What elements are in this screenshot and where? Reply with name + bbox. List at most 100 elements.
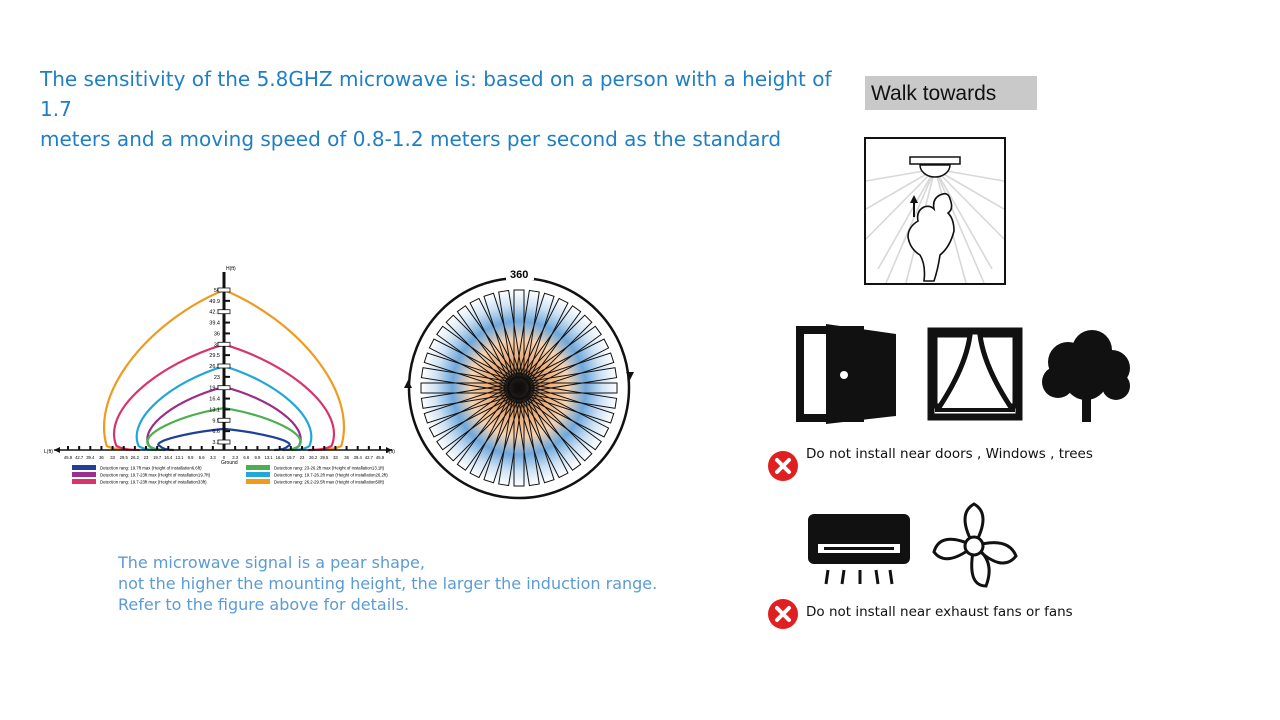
warning-x-icon-doors: [768, 451, 798, 481]
rotation-arrow-right: [626, 372, 634, 380]
x-axis-label: L(ft): [44, 449, 53, 455]
hub-line-71: [518, 386, 535, 389]
x-tick-mark-23: [323, 446, 326, 450]
x-tick-mark-13: [211, 446, 214, 450]
x-tick-label-4: 33: [110, 455, 115, 460]
legend-swatch-4: [246, 472, 270, 477]
x-tick-mark-10: [178, 446, 181, 450]
x-tick-mark-20: [289, 446, 292, 450]
x-tick-mark-19: [278, 446, 281, 450]
x-tick-mark-12: [200, 446, 203, 450]
y-tick-mark-3: [224, 408, 230, 411]
y-tick-label-3: 13.1: [209, 407, 220, 413]
note-line-1: The microwave signal is a pear shape,: [118, 553, 425, 572]
y-tick-mark-6: [224, 375, 230, 378]
x-axis-arrow-left: [54, 447, 60, 453]
angle-label: 360: [510, 269, 528, 281]
x-tick-mark-5: [122, 446, 125, 450]
x-tick-label-9: 16.4: [164, 455, 173, 460]
y-tick-mark-13: [224, 299, 230, 302]
note-line-3: Refer to the figure above for details.: [118, 595, 410, 614]
x-tick-mark-9: [167, 446, 170, 450]
y-tick-label-0: 3.3: [212, 440, 220, 446]
x-tick-mark-24: [334, 446, 337, 450]
x-tick-mark-16: [245, 446, 248, 450]
x-tick-label-20: 19.7: [287, 455, 296, 460]
sensor-mark-4: [217, 341, 231, 347]
x-tick-label-23: 29.5: [320, 455, 329, 460]
y-tick-label-10: 36: [214, 331, 220, 337]
y-tick-mark-1: [224, 430, 230, 433]
coverage-360-diagram: 360: [404, 268, 634, 500]
x-tick-label-28: 45.9: [376, 455, 385, 460]
x-tick-label-0: 45.9: [64, 455, 73, 460]
rotation-arrow-left: [404, 380, 412, 388]
walk-towards-label: Walk towards: [865, 76, 1037, 110]
headline-text: The sensitivity of the 5.8GHZ microwave …: [40, 64, 860, 154]
y-tick-label-14: 50: [214, 288, 220, 294]
chart-legend: Detection rang: 19.7ft max (Height of in…: [72, 465, 388, 484]
x-tick-mark-22: [312, 446, 315, 450]
legend-swatch-5: [246, 479, 270, 484]
x-tick-label-25: 36: [344, 455, 349, 460]
legend-swatch-3: [246, 465, 270, 470]
window-curtain-icon: [927, 327, 1023, 421]
x-tick-mark-1: [78, 446, 81, 450]
y-tick-label-8: 29.5: [209, 353, 220, 359]
y-tick-label-9: 33: [214, 342, 220, 348]
x-tick-mark-0: [67, 446, 69, 450]
x-tick-mark-21: [301, 446, 303, 450]
x-tick-mark-26: [356, 446, 359, 450]
warning-x-icon-fans: [768, 599, 798, 629]
y-tick-label-4: 16.4: [209, 397, 220, 403]
x-tick-label-17: 9.9: [255, 455, 261, 460]
legend-label-3: Detection rang: 23-26.2ft max (Height of…: [274, 465, 385, 470]
y-tick-mark-11: [224, 321, 230, 324]
legend-label-5: Detection rang: 26.2-29.5ft max (Height …: [274, 479, 385, 484]
y-tick-label-7: 26.2: [209, 364, 220, 370]
x-tick-label-12: 6.6: [199, 455, 205, 460]
x-tick-mark-28: [379, 446, 381, 450]
y-tick-mark-4: [224, 397, 230, 400]
y-axis-label: H(ft): [226, 266, 236, 272]
ground-label: Ground: [221, 460, 238, 466]
angle-label-bg: [506, 268, 534, 280]
x-tick-mark-15: [234, 446, 237, 450]
note-line-2: not the higher the mounting height, the …: [118, 574, 658, 593]
x-tick-label-5: 29.5: [120, 455, 129, 460]
pear-shape-note: The microwave signal is a pear shape, no…: [118, 552, 678, 615]
headline-line-2: meters and a moving speed of 0.8-1.2 met…: [40, 127, 782, 151]
x-tick-mark-25: [345, 446, 348, 450]
legend-swatch-0: [72, 465, 96, 470]
y-tick-label-1: 6.6: [212, 429, 220, 435]
warning-doors-text: Do not install near doors , Windows , tr…: [806, 446, 1093, 462]
x-tick-label-21: 23: [300, 455, 305, 460]
sensor-mark-6: [217, 287, 231, 293]
x-tick-label-8: 19.7: [153, 455, 162, 460]
legend-label-1: Detection rang: 19.7-23ft max (Height of…: [100, 472, 211, 477]
fan-icon: [932, 502, 1018, 588]
x-tick-label-27: 42.7: [365, 455, 374, 460]
x-tick-mark-4: [111, 446, 114, 450]
person-walking-icon: [865, 156, 1005, 284]
x-tick-mark-7: [145, 446, 147, 450]
x-tick-label-26: 39.4: [354, 455, 363, 460]
sensor-mark-5: [217, 309, 231, 315]
lobe-series-5: [103, 288, 345, 452]
x-axis-arrow-right: [386, 447, 392, 453]
sensor-mark-1: [217, 417, 231, 423]
x-axis-label-right: L(ft): [386, 449, 395, 455]
y-tick-mark-10: [224, 332, 230, 335]
x-tick-mark-17: [256, 446, 259, 450]
legend-swatch-1: [72, 472, 96, 477]
legend-swatch-2: [72, 479, 96, 484]
y-tick-mark-8: [224, 354, 230, 357]
sensor-mark-3: [217, 363, 231, 369]
coverage-pattern: [404, 276, 634, 500]
x-tick-label-7: 23: [144, 455, 149, 460]
y-tick-label-11: 39.4: [209, 321, 220, 327]
x-tick-label-24: 33: [333, 455, 338, 460]
x-tick-label-10: 13.1: [175, 455, 184, 460]
x-tick-label-1: 42.7: [75, 455, 84, 460]
